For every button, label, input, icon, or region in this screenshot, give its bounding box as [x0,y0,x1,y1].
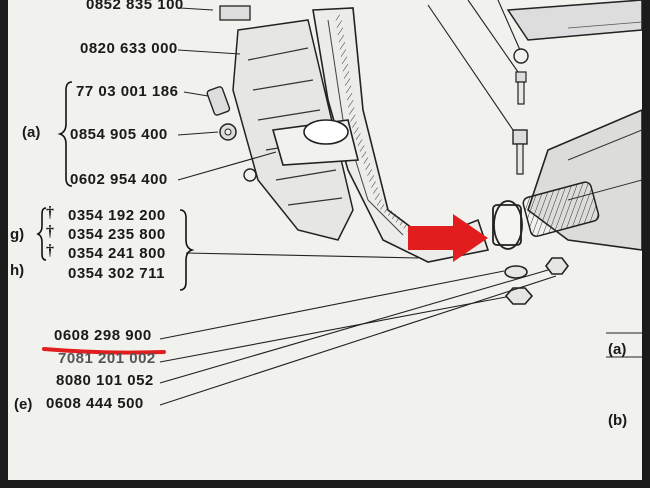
top-rail-part [506,0,642,41]
part-number-0820-633-000: 0820 633 000 [80,40,178,57]
part-number-0608-298-900: 0608 298 900 [54,327,152,344]
muffler-part [492,109,642,251]
label-right-b: (b) [608,412,628,429]
red-arrow [408,214,488,262]
label-right-a: (a) [608,341,627,358]
part-number-0852-835-100: 0852 835 100 [86,0,184,13]
label-e: (e) [14,396,33,413]
parts-diagram-page: 0852 835 100 0820 633 000 77 03 001 186 … [8,0,642,480]
exhaust-illustration [36,0,642,406]
leader-lines [159,0,642,406]
dagger-mark-2: † [46,223,54,240]
dagger-mark-3: † [46,242,54,259]
label-a: (a) [22,124,41,141]
label-g: g) [10,226,25,243]
part-number-8080-101-052: 8080 101 052 [56,372,154,389]
part-number-7081-201-002: 7081 201 002 [58,350,156,367]
label-h: h) [10,262,25,279]
part-number-0854-905-400: 0854 905 400 [70,126,168,143]
dagger-mark-1: † [46,204,54,221]
red-underline [42,347,166,355]
part-number-0354-192-200: 0354 192 200 [68,207,166,224]
part-number-0354-235-800: 0354 235 800 [68,226,166,243]
fasteners [206,5,569,305]
part-number-0608-444-500: 0608 444 500 [46,395,144,412]
braces [36,81,195,291]
part-number-0354-241-800: 0354 241 800 [68,245,166,262]
part-number-77-03-001-186: 77 03 001 186 [76,83,179,100]
part-number-0602-954-400: 0602 954 400 [70,171,168,188]
part-number-0354-302-711: 0354 302 711 [68,265,165,282]
